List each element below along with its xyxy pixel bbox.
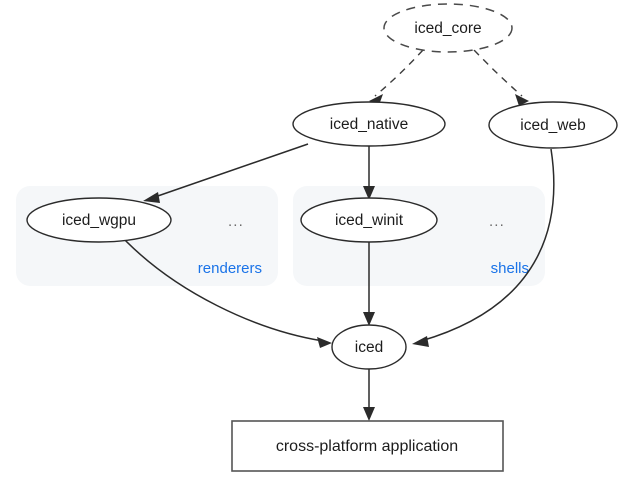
node-iced[interactable]: iced [331,324,407,370]
edge-iced-web-to-iced-arrowhead [412,336,429,347]
edge-iced-core-to-iced-native-line [374,49,424,97]
edge-iced-wgpu-to-iced-line [121,236,324,342]
edge-iced-core-to-iced-web-line [473,49,523,97]
edge-iced-wgpu-to-iced-arrowhead [317,337,332,348]
node-iced-web[interactable]: iced_web [488,101,618,149]
node-iced-winit[interactable]: iced_winit [300,197,438,243]
edge-iced-native-to-iced-wgpu [143,143,309,203]
edge-iced-web-to-iced [412,148,555,347]
cluster-renderers-label: renderers [198,260,262,277]
node-cross-platform-application-shape[interactable] [231,420,504,472]
cluster-shells-label: shells [491,260,529,277]
edge-iced-to-application-arrowhead [363,407,375,421]
node-iced-core[interactable]: iced_core [383,3,513,53]
node-iced-core-label: iced_core [414,20,481,37]
node-iced-wgpu[interactable]: iced_wgpu [26,197,172,243]
node-iced-shape[interactable] [331,324,407,370]
edge-iced-winit-to-iced-arrowhead [363,312,375,326]
node-iced-core-shape[interactable] [383,3,513,53]
node-iced-wgpu-label: iced_wgpu [62,212,136,229]
edge-iced-core-to-iced-native [369,49,424,105]
edge-iced-wgpu-to-iced [121,236,332,348]
node-iced-native-shape[interactable] [292,101,446,147]
edge-iced-web-to-iced-line [420,148,555,342]
node-iced-winit-label: iced_winit [335,212,404,229]
node-iced-web-shape[interactable] [488,101,618,149]
edge-iced-to-application [363,369,375,421]
node-cross-platform-application-label: cross-platform application [276,438,458,455]
cluster-renderers-ellipsis: ... [228,213,244,230]
edge-iced-native-to-iced-wgpu-arrowhead [143,192,160,203]
node-cross-platform-application[interactable]: cross-platform application [231,420,504,472]
edge-iced-core-to-iced-web-arrowhead [515,94,529,106]
node-iced-wgpu-shape[interactable] [26,197,172,243]
edge-iced-core-to-iced-web [473,49,529,106]
cluster-shells-ellipsis: ... [489,213,505,230]
node-iced-native[interactable]: iced_native [292,101,446,147]
edge-iced-native-to-iced-winit [363,146,375,200]
edge-iced-winit-to-iced [363,242,375,326]
node-iced-native-label: iced_native [330,116,408,133]
edge-iced-native-to-iced-winit-arrowhead [363,186,375,200]
node-iced-label: iced [355,339,383,356]
node-iced-winit-shape[interactable] [300,197,438,243]
edge-iced-native-to-iced-wgpu-line [151,143,309,199]
node-iced-web-label: iced_web [520,117,586,134]
